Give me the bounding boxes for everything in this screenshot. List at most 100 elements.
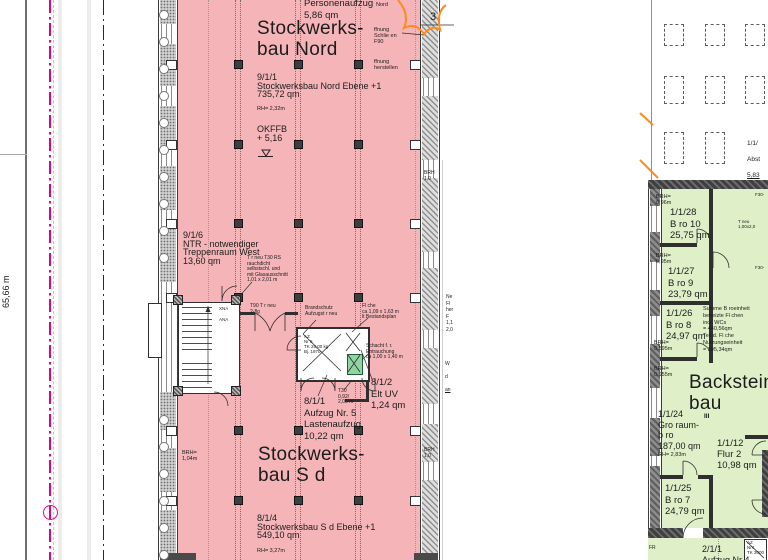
- wall-hatch-segment: [650, 466, 660, 538]
- window-opening: [423, 404, 437, 424]
- abstell-line3: 5,83: [747, 172, 760, 179]
- label-az4-shaft: AZ Nr4 TK 2000: [747, 540, 765, 555]
- stairwell-bay: [148, 303, 162, 358]
- window-opening: [423, 78, 437, 96]
- label-room-1-1-12: 1/1/12 Flur 2 10,98 qm: [717, 438, 757, 471]
- label-f30-mid: F30-: [755, 265, 765, 270]
- structural-column: [293, 292, 303, 302]
- window-opening: [651, 206, 659, 232]
- gray-band-1: [58, 0, 62, 560]
- backsteinbau-wall-south: [703, 528, 768, 538]
- stair-door-label-1: XNA: [219, 306, 229, 311]
- note-t-neu: T neu 1,00x2,0: [738, 219, 756, 229]
- office-wall: [698, 475, 713, 479]
- label-brh-096: BRH= 0,96m: [656, 194, 672, 207]
- wall-hatch-segment: [422, 268, 438, 330]
- clipped-note-2: W d an: [445, 354, 451, 393]
- window-axis-line: [415, 0, 416, 560]
- office-partition-wall: [709, 189, 713, 363]
- wall-anchor-circle: [159, 145, 169, 155]
- corridor-wall: [285, 312, 298, 315]
- dashed-column-outline: [745, 76, 765, 104]
- window-opening: [423, 252, 437, 268]
- wall-anchor-circle: [159, 253, 169, 263]
- stockwerksbau-floor-area: [176, 0, 420, 560]
- structural-column: [353, 139, 363, 149]
- wall-anchor-circle: [159, 442, 169, 452]
- note-schacht-entrauchung: Schacht f. r. Entrauchung ca 1,00 x 1,40…: [366, 343, 403, 361]
- wall-anchor-circle: [159, 91, 169, 101]
- dimension-label-65m: 65,66 m: [1, 275, 11, 308]
- wall-pilaster: [410, 426, 421, 436]
- wall-pilaster: [410, 140, 421, 150]
- structural-column: [353, 495, 363, 505]
- structural-column: [353, 425, 363, 435]
- label-roman-iii: III: [704, 413, 710, 420]
- dashed-column-outline: [664, 132, 684, 164]
- label-room-8-1-2: 8/1/2 Elt UV 1,24 qm: [371, 377, 406, 411]
- door-jamb: [173, 386, 183, 396]
- label-title-nord: Stockwerks- bau Nord: [257, 18, 364, 60]
- structural-column: [353, 292, 363, 302]
- structural-column: [233, 218, 243, 228]
- dashed-column-outline: [705, 76, 725, 104]
- label-brh-right-top: BRH 1,0: [424, 170, 435, 182]
- label-f30-top: F30-: [755, 192, 765, 197]
- window-opening: [423, 330, 437, 348]
- backsteinbau-wall-south: [648, 528, 683, 538]
- flur-wall-east: [762, 450, 768, 517]
- label-abstellraum: 1/1/ Abst 5,83: [747, 132, 768, 180]
- wall-anchor-circle: [159, 226, 169, 236]
- note-oeffnung-herstellen: ffnung herstellen: [374, 59, 398, 72]
- facade-line: [442, 160, 443, 560]
- wall-corner-se: [414, 553, 438, 560]
- wall-pilaster: [410, 219, 421, 229]
- note-oeffnung-schliessen: ffnung Schlie en F90: [374, 27, 397, 46]
- office-wall: [660, 243, 697, 247]
- structural-column: [293, 495, 303, 505]
- backsteinbau-wall-north: [648, 180, 768, 189]
- dashed-column-outline: [745, 24, 765, 46]
- wall-hatch-segment: [422, 424, 438, 462]
- structural-column: [293, 425, 303, 435]
- section-line: [103, 0, 105, 560]
- window-axis-line: [208, 0, 209, 560]
- dashed-column-outline: [705, 132, 725, 164]
- smoke-extraction-shaft: [347, 354, 363, 375]
- dashed-column-outline: [705, 24, 725, 46]
- door-jamb: [231, 386, 241, 396]
- corridor-wall: [238, 312, 255, 315]
- label-rh-sued: RH= 3,27m: [257, 548, 285, 554]
- benchmark-circle: [43, 505, 58, 520]
- stair-door-label-2: ANA: [219, 317, 229, 322]
- note-summe-bueroeinheit: Summe B roeinheit beheizte Fl chen incl.…: [703, 306, 750, 353]
- stair-treads-lower: [182, 358, 212, 388]
- structural-column: [293, 139, 303, 149]
- wall-hatch-segment: [160, 510, 176, 560]
- wall-anchor-circle: [159, 10, 169, 20]
- door-jamb: [231, 295, 241, 305]
- elt-room-wall: [345, 399, 369, 402]
- grid-axis-line: [235, 0, 241, 560]
- dashed-column-outline: [664, 24, 684, 46]
- window-opening: [423, 462, 437, 480]
- wall-pilaster: [166, 426, 177, 436]
- door-jamb: [173, 295, 183, 305]
- clip2-line3: an: [445, 386, 451, 393]
- label-room-1-1-26: 1/1/26 B ro 8 24,97 qm: [666, 308, 706, 342]
- label-room-1-1-25: 1/1/25 B ro 7 24,79 qm: [665, 483, 705, 517]
- white-room-wall-line: [651, 0, 652, 180]
- note-t30rs-door: T r neu T30 RS rauchdicht selbstschl. un…: [247, 255, 288, 284]
- structural-column: [233, 495, 243, 505]
- wall-hatch-segment: [422, 178, 438, 252]
- wall-hatch-segment: [650, 418, 660, 456]
- structural-column: [233, 59, 243, 69]
- window-opening: [161, 282, 175, 392]
- note-t30-door: T30 0,92/ 2,05 m: [338, 388, 354, 406]
- wall-corner-sw: [160, 553, 196, 560]
- wall-anchor-circle: [159, 118, 169, 128]
- stair-treads-upper: [182, 306, 212, 350]
- grid-axis-line: [295, 0, 301, 560]
- wall-hatch-segment: [650, 232, 660, 262]
